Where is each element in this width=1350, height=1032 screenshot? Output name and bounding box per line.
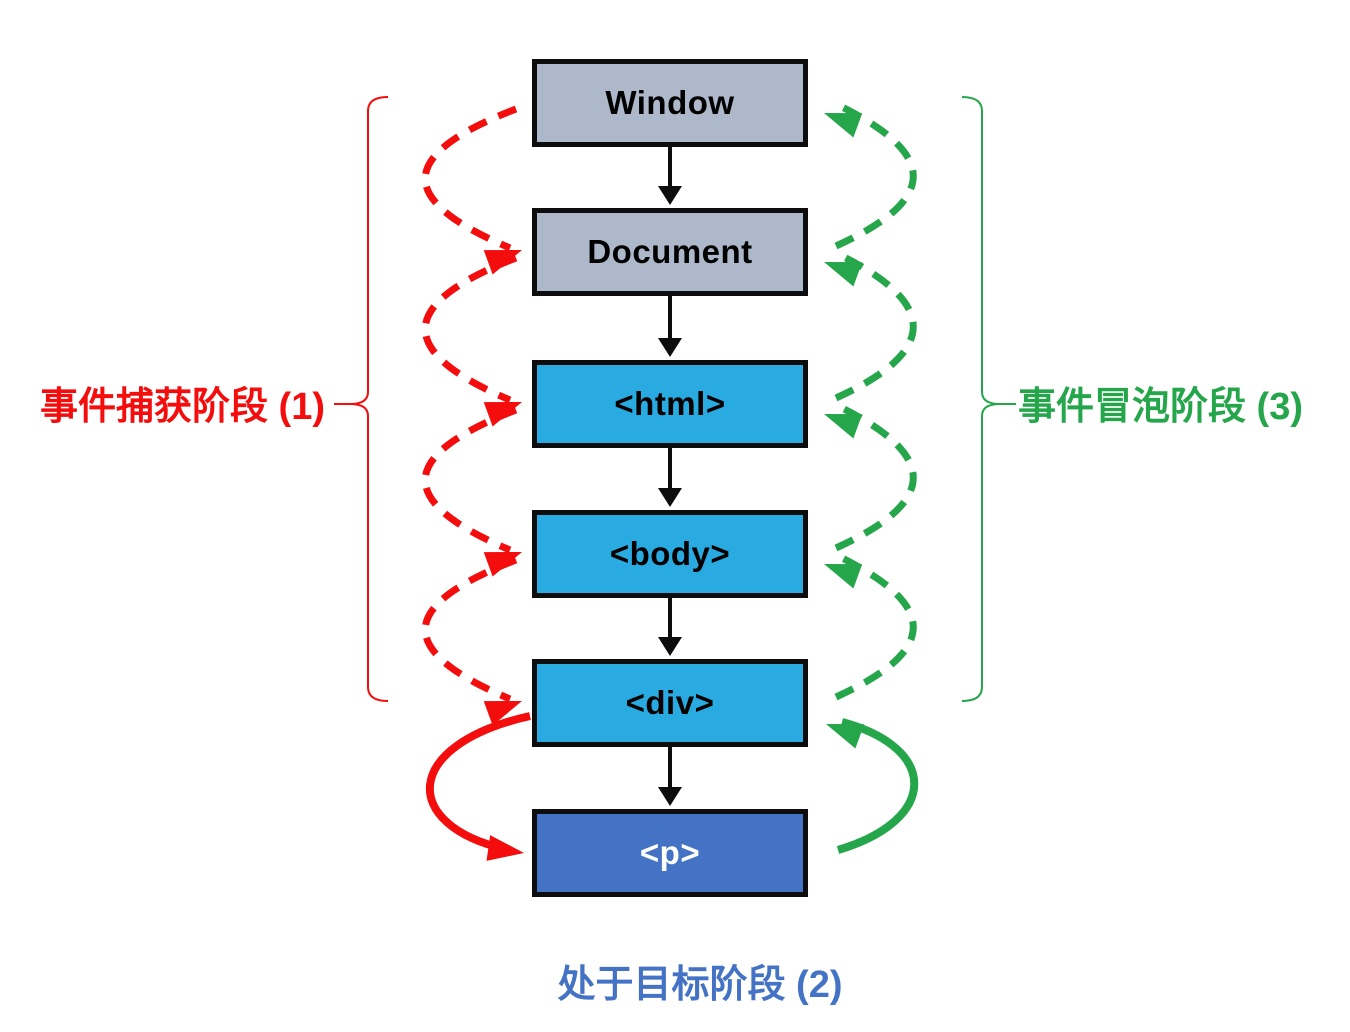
connector-arrow-down-icon bbox=[658, 637, 682, 656]
capture-arc-solid bbox=[426, 712, 531, 853]
node-label: <div> bbox=[625, 684, 715, 721]
bubble-arc-dashed bbox=[834, 252, 917, 402]
node-document: Document bbox=[532, 208, 808, 296]
capture-arc-dashed bbox=[421, 406, 518, 554]
bubble-arrowhead-icon bbox=[826, 724, 865, 749]
node-div: <div> bbox=[532, 659, 808, 747]
capture-brace bbox=[334, 96, 389, 702]
bubble-arc-solid bbox=[836, 718, 919, 854]
node-label: <body> bbox=[609, 535, 731, 572]
bubble-arc-dashed bbox=[834, 103, 917, 250]
capture-phase-arcs bbox=[421, 105, 531, 861]
bubble-arrowhead-icon bbox=[824, 262, 863, 287]
node-html: <html> bbox=[532, 360, 808, 448]
connector-arrow-down-icon bbox=[658, 787, 682, 806]
capture-arrowhead-icon bbox=[483, 701, 522, 726]
node-p: <p> bbox=[532, 809, 808, 897]
capture-arc-dashed bbox=[421, 254, 518, 404]
connector-arrow-down-icon bbox=[658, 488, 682, 507]
bubble-phase-label: 事件冒泡阶段 (3) bbox=[1018, 386, 1304, 428]
node-label: <html> bbox=[614, 385, 726, 422]
connector-arrow-down-icon bbox=[658, 186, 682, 205]
node-label: Window bbox=[605, 84, 735, 121]
bubble-brace bbox=[961, 96, 1016, 702]
node-window: Window bbox=[532, 59, 808, 147]
bubble-phase-arcs bbox=[824, 103, 919, 854]
node-label: Document bbox=[587, 233, 753, 270]
bubble-arc-dashed bbox=[834, 554, 917, 701]
capture-arrowhead-icon bbox=[486, 835, 524, 861]
target-phase-label: 处于目标阶段 (2) bbox=[557, 964, 843, 1006]
bubble-arrowhead-icon bbox=[824, 564, 863, 589]
node-label: <p> bbox=[639, 834, 701, 871]
dom-tree-connectors bbox=[658, 147, 682, 806]
node-body: <body> bbox=[532, 510, 808, 598]
capture-arc-dashed bbox=[421, 556, 518, 703]
capture-phase-label: 事件捕获阶段 (1) bbox=[40, 386, 326, 428]
bubble-arrowhead-icon bbox=[824, 414, 863, 439]
bubble-arc-dashed bbox=[834, 404, 917, 552]
capture-arc-dashed bbox=[421, 105, 518, 252]
bubble-arrowhead-icon bbox=[824, 113, 863, 138]
connector-arrow-down-icon bbox=[658, 338, 682, 357]
